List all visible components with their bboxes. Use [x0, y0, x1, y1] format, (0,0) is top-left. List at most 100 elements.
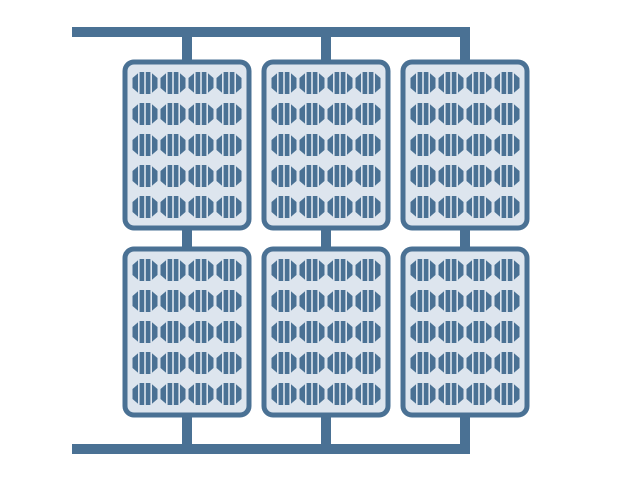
- solar-cell: [438, 103, 464, 125]
- solar-cell: [216, 321, 242, 343]
- solar-cell: [188, 134, 214, 156]
- solar-cell: [132, 290, 158, 312]
- solar-cell: [299, 290, 325, 312]
- solar-cell: [132, 196, 158, 218]
- panel-frame: [122, 59, 252, 231]
- solar-cell: [216, 290, 242, 312]
- solar-cell: [271, 196, 297, 218]
- column-connector-2: [321, 32, 331, 449]
- solar-cell: [438, 165, 464, 187]
- solar-cell: [494, 383, 520, 405]
- solar-cell: [438, 196, 464, 218]
- solar-cell: [438, 72, 464, 94]
- solar-cell: [355, 196, 381, 218]
- solar-cell: [327, 321, 353, 343]
- solar-cell: [466, 134, 492, 156]
- solar-cell: [160, 72, 186, 94]
- solar-cell: [271, 72, 297, 94]
- solar-cell: [355, 103, 381, 125]
- solar-cell: [299, 259, 325, 281]
- solar-cell: [327, 165, 353, 187]
- solar-panel-r1-c1: [122, 59, 252, 231]
- solar-cell: [299, 383, 325, 405]
- solar-cell: [466, 352, 492, 374]
- solar-cell: [299, 196, 325, 218]
- solar-cell: [188, 259, 214, 281]
- panel-frame: [261, 246, 391, 418]
- solar-cell: [466, 103, 492, 125]
- solar-cell: [466, 290, 492, 312]
- solar-cell: [494, 134, 520, 156]
- solar-cell: [160, 134, 186, 156]
- solar-cell: [299, 165, 325, 187]
- solar-cell: [188, 383, 214, 405]
- solar-cell: [216, 165, 242, 187]
- solar-cell: [327, 352, 353, 374]
- solar-cell: [327, 196, 353, 218]
- solar-cell: [410, 352, 436, 374]
- solar-cell: [355, 290, 381, 312]
- panel-frame: [122, 246, 252, 418]
- solar-cell: [410, 383, 436, 405]
- solar-cell: [132, 165, 158, 187]
- solar-cell: [410, 290, 436, 312]
- solar-cell: [410, 196, 436, 218]
- solar-cell: [438, 134, 464, 156]
- column-connector-3: [460, 32, 470, 449]
- solar-cell: [494, 103, 520, 125]
- solar-cell: [327, 290, 353, 312]
- solar-cell: [132, 352, 158, 374]
- solar-panel-r2-c2: [261, 246, 391, 418]
- solar-cell: [355, 134, 381, 156]
- solar-cell: [494, 321, 520, 343]
- solar-cell: [438, 321, 464, 343]
- solar-panel-r2-c1: [122, 246, 252, 418]
- solar-cell: [188, 352, 214, 374]
- solar-cell: [438, 383, 464, 405]
- solar-cell: [327, 383, 353, 405]
- solar-cell: [160, 196, 186, 218]
- solar-cell: [216, 103, 242, 125]
- solar-cell: [438, 290, 464, 312]
- solar-cell: [299, 352, 325, 374]
- solar-cell: [327, 259, 353, 281]
- solar-cell: [327, 134, 353, 156]
- solar-cell: [271, 290, 297, 312]
- solar-cell: [355, 321, 381, 343]
- solar-cell: [188, 103, 214, 125]
- solar-cell: [271, 383, 297, 405]
- solar-cell: [132, 103, 158, 125]
- solar-cell: [299, 72, 325, 94]
- solar-cell: [494, 196, 520, 218]
- solar-cell: [160, 165, 186, 187]
- solar-cell: [466, 259, 492, 281]
- solar-cell: [410, 321, 436, 343]
- solar-panel-r1-c3: [400, 59, 530, 231]
- solar-cell: [132, 259, 158, 281]
- solar-cell: [466, 383, 492, 405]
- mounting-rails: [72, 27, 470, 454]
- solar-panel-r1-c2: [261, 59, 391, 231]
- solar-cell: [271, 103, 297, 125]
- solar-cell: [216, 196, 242, 218]
- panel-grid: [122, 59, 530, 418]
- solar-panel-r2-c3: [400, 246, 530, 418]
- column-connector-1: [182, 32, 192, 449]
- solar-cell: [216, 259, 242, 281]
- solar-cell: [160, 259, 186, 281]
- solar-cell: [327, 72, 353, 94]
- solar-cell: [160, 352, 186, 374]
- solar-cell: [271, 352, 297, 374]
- solar-cell: [271, 259, 297, 281]
- solar-cell: [160, 290, 186, 312]
- solar-cell: [132, 321, 158, 343]
- top-rail: [72, 27, 470, 37]
- solar-cell: [327, 103, 353, 125]
- solar-cell: [438, 259, 464, 281]
- panel-frame: [261, 59, 391, 231]
- solar-cell: [216, 72, 242, 94]
- solar-cell: [466, 165, 492, 187]
- solar-cell: [355, 259, 381, 281]
- solar-cell: [494, 72, 520, 94]
